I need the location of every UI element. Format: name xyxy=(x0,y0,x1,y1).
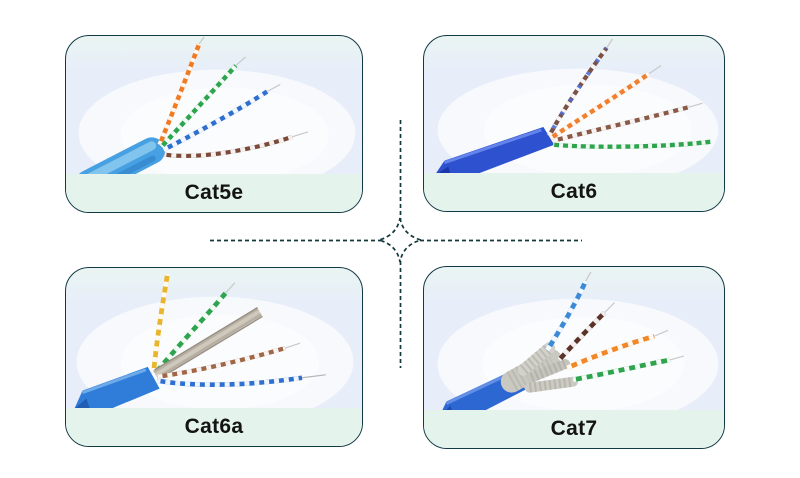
cat6a-cable-illustration xyxy=(74,273,354,428)
label-strip: Cat6 xyxy=(424,173,724,211)
card-cat6: Cat6 xyxy=(423,35,725,212)
label-strip: Cat7 xyxy=(424,410,724,448)
cat5e-cable-illustration xyxy=(75,36,356,197)
label-strip: Cat6a xyxy=(66,408,362,446)
cat6-cable-illustration xyxy=(434,38,719,192)
card-label-cat6: Cat6 xyxy=(550,180,598,203)
card-label-cat5e: Cat5e xyxy=(184,181,244,204)
card-cat7: Cat7 xyxy=(423,266,725,449)
card-cat6a: Cat6a xyxy=(65,267,363,447)
card-label-cat6a: Cat6a xyxy=(184,415,244,438)
label-strip: Cat5e xyxy=(66,174,362,212)
card-cat5e: Cat5e xyxy=(65,35,363,213)
center-diamond-icon xyxy=(375,217,425,263)
card-label-cat7: Cat7 xyxy=(550,417,598,440)
